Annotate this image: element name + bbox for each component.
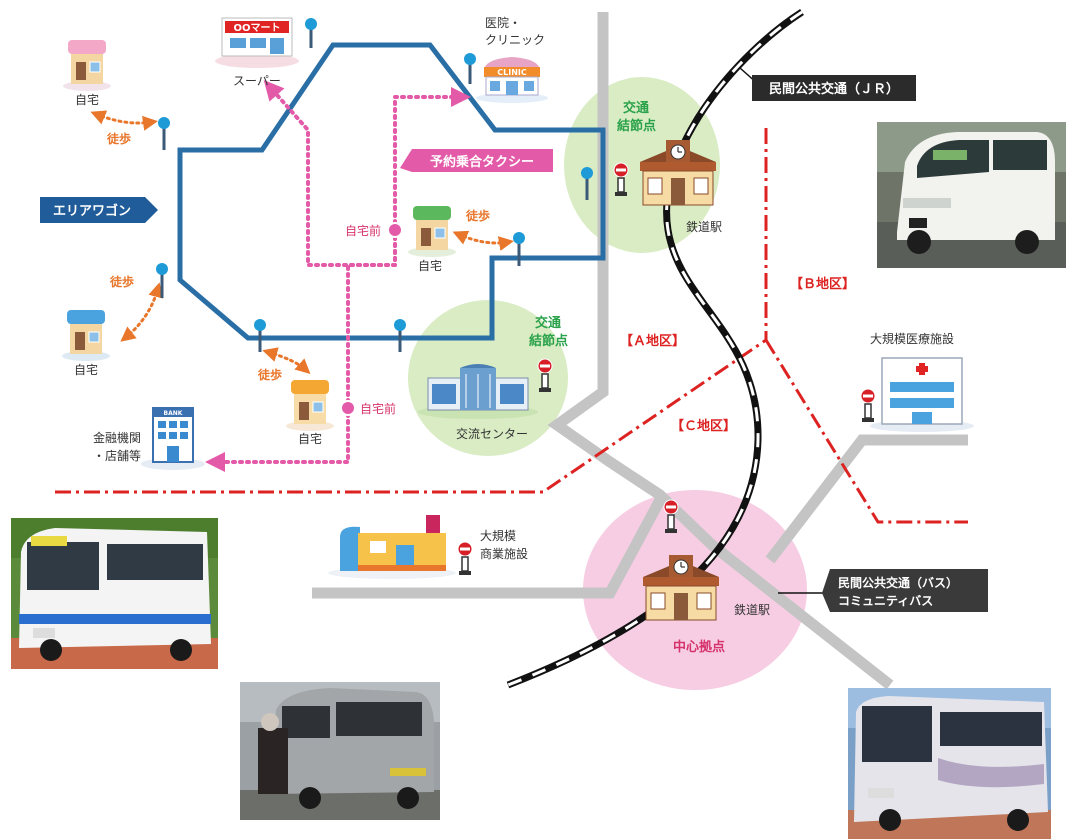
bank-sign: BANK [164,410,183,417]
shared-van-photo [240,682,440,820]
area-b-label: 【Ｂ地区】 [790,276,855,292]
walk-label-4: 徒歩 [465,208,490,223]
road-north-south [547,12,894,690]
home-1-label: 自宅 [75,92,99,107]
bus-label: 民間公共交通（バス） コミュニティバス [778,569,988,612]
home-4-label: 自宅 [298,431,322,446]
clinic-sign: CLINIC [497,68,527,77]
wagon-stop-pin [156,263,168,298]
bus-label-line2: コミュニティバス [838,594,933,608]
area-a-label: 【Ａ地区】 [620,333,685,349]
bus-stop-sign [537,358,553,392]
bank-label-line2: ・店舗等 [93,449,141,463]
minivan-photo [877,122,1066,268]
mall-label-line1: 大規模 [480,528,516,543]
taxi-stop-near-home-1 [387,222,403,238]
transfer-node-1-line1: 交通 [623,100,649,116]
taxi-routes [205,80,471,472]
bus-stop-sign [860,388,876,422]
area-borders [55,128,968,524]
clinic-label-line1: 医院・ [485,16,521,30]
wagon-stop-pin [158,117,170,150]
railway-station-icon [643,555,719,621]
home-icon [408,206,456,257]
walking-paths [90,110,514,375]
bus-stop-sign [457,541,473,575]
central-hub-label: 中心拠点 [673,639,725,655]
clinic-label-line2: クリニック [485,33,545,47]
walk-label-1: 徒歩 [106,131,131,146]
taxi-stop-near-home-2 [340,400,356,416]
wagon-stop-pin [394,319,406,352]
jr-label-text: 民間公共交通（ＪＲ） [769,81,899,97]
hospital-icon [870,357,974,432]
railway-station-icon [640,140,716,206]
wagon-stops [156,18,593,352]
supermarket-sign: OOマート [233,22,280,34]
roads [312,12,968,690]
wagon-stop-pin [464,53,476,84]
taxi-route-label-text: 予約乗合タクシー [430,154,534,170]
near-home-label-2: 自宅前 [360,401,396,416]
home-2-label: 自宅 [418,258,442,273]
hospital-label: 大規模医療施設 [870,331,954,346]
supermarket-label: スーパー [233,74,281,88]
clinic-icon: CLINIC [476,57,548,103]
jr-label: 民間公共交通（ＪＲ） [739,67,916,101]
area-c-label: 【Ｃ地区】 [671,418,736,434]
route-bus-photo [848,688,1051,839]
bus-stop-sign [663,499,679,533]
home-3-label: 自宅 [74,362,98,377]
wagon-stop-pin [513,232,525,266]
wagon-route-label: エリアワゴン [40,197,158,223]
wagon-stop-pin [305,18,317,48]
community-bus-photo [11,518,218,669]
road-south-west [312,497,665,599]
exchange-center-label: 交流センター [456,426,528,441]
walk-label-3: 徒歩 [257,367,282,382]
wagon-route [177,42,606,341]
bank-label-line1: 金融機関 [93,430,141,445]
transfer-node-1-line2: 結節点 [617,118,656,134]
home-icon [62,310,110,361]
transfer-node-2-line1: 交通 [535,315,561,331]
supermarket-icon: OOマート [215,17,299,68]
taxi-route-label: 予約乗合タクシー [400,149,553,172]
home-icon [63,40,111,91]
wagon-route-label-text: エリアワゴン [53,203,131,219]
station-2-label: 鉄道駅 [734,602,770,617]
mall-label-line2: 商業施設 [480,546,528,561]
bank-icon: BANK [141,407,205,470]
walk-label-2: 徒歩 [109,274,134,289]
bus-stop-sign [613,162,629,196]
transfer-node-2-line2: 結節点 [529,333,568,349]
station-1-label: 鉄道駅 [686,219,722,234]
home-icon [286,380,334,431]
shopping-mall-icon [328,515,456,579]
bus-stops [457,162,876,575]
bus-label-line1: 民間公共交通（バス） [838,575,958,590]
wagon-stop-pin [581,167,593,200]
wagon-stop-pin [254,319,266,352]
road-east [765,434,968,564]
exchange-center-icon [418,364,538,419]
near-home-label-1: 自宅前 [345,223,381,238]
